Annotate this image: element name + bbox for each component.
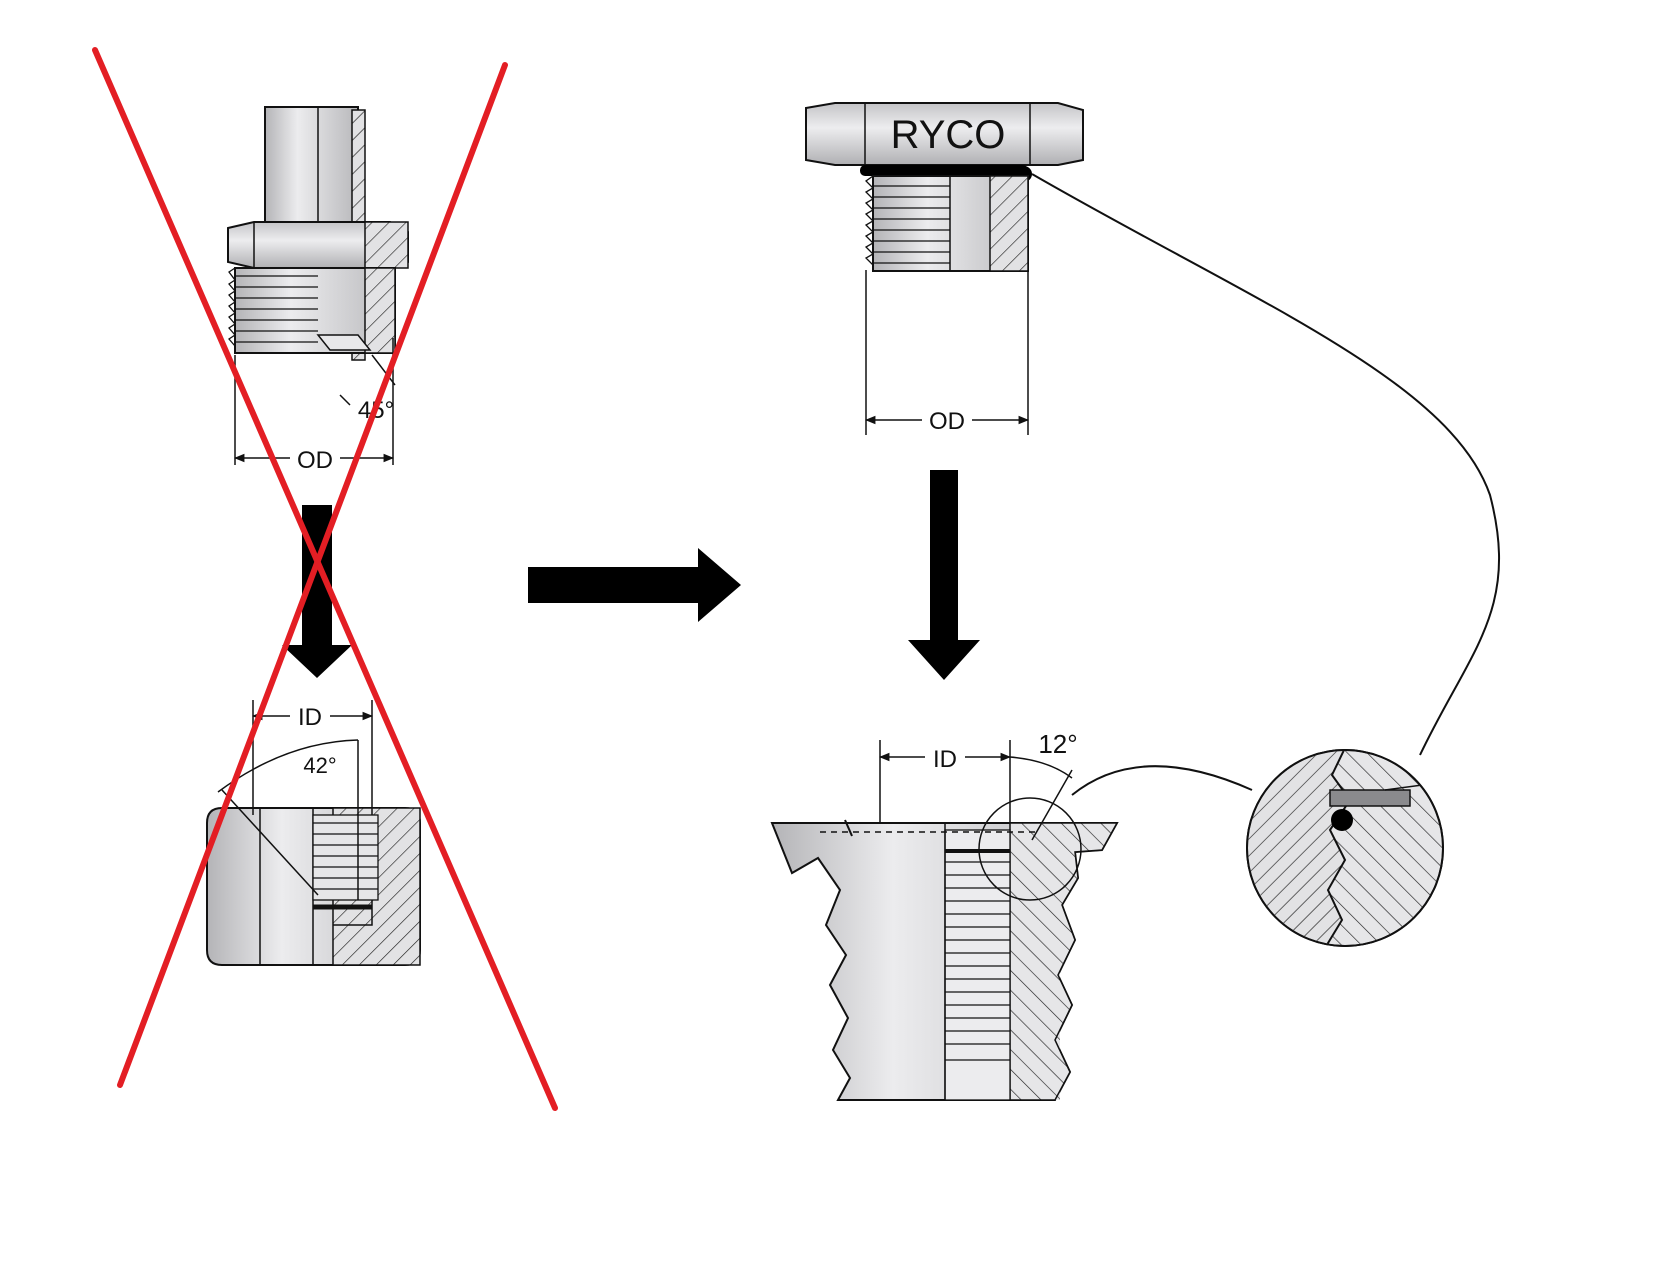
angle-label: 42° [303,753,336,778]
angle-label: 12° [1038,729,1077,759]
brand-logo: RYCO [891,113,1006,157]
leader-lines [1031,173,1501,796]
detail-callout-circle [978,797,1082,901]
od-label: OD [297,447,333,474]
o-ring [860,165,1028,176]
od-label: OD [929,408,965,435]
right-arrow-icon [528,548,741,622]
left-male-fitting: OD 45° [227,106,409,474]
down-arrow-icon [282,505,352,678]
right-male-fitting: RYCO OD [805,102,1084,435]
right-female-port: ID 12° [770,729,1119,1101]
hex-nut [805,102,1084,166]
left-female-port: ID 42° [206,700,421,966]
id-label: ID [933,746,957,773]
id-label: ID [298,704,322,731]
detail-magnifier [1246,749,1444,947]
down-arrow-icon [908,470,980,680]
red-x-icon [92,47,558,1111]
